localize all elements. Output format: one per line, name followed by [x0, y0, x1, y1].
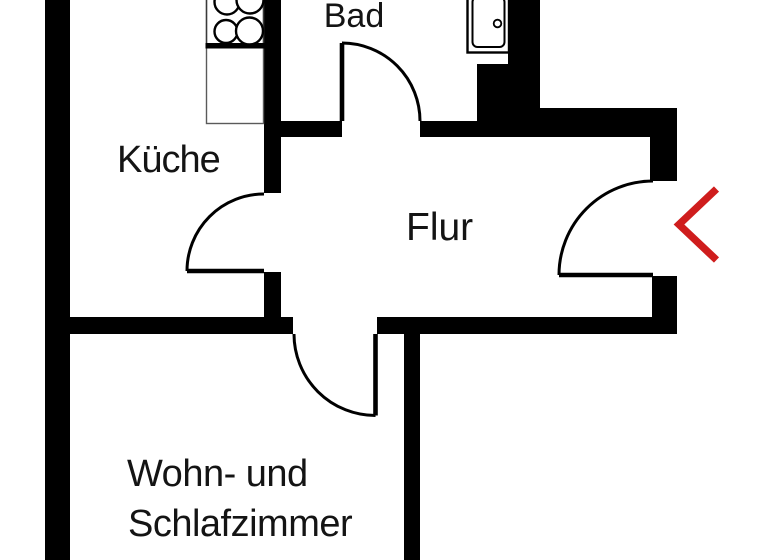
wall-bath-corner — [477, 64, 540, 137]
door-kueche — [185, 192, 265, 274]
counter-icon — [205, 43, 265, 125]
room-label-flur: Flur — [406, 206, 473, 249]
door-wohnzimmer — [292, 333, 378, 417]
door-kueche-arc — [185, 192, 265, 272]
stove-icon — [205, 0, 265, 49]
room-label-bad: Bad — [324, 0, 385, 35]
entrance-chevron-icon — [673, 186, 720, 263]
room-labels: Bad Küche Flur Wohn- und Schlafzimmer — [117, 0, 473, 545]
wall-flur-bottom-right — [377, 317, 677, 334]
wall-living-right — [404, 334, 420, 560]
wall-bath-right — [508, 0, 540, 72]
door-bad — [339, 41, 422, 122]
door-bad-arc — [341, 41, 422, 122]
room-label-wohnzimmer-line2: Schlafzimmer — [128, 503, 353, 545]
stove-front-edge — [205, 43, 265, 49]
wall-flur-top-right — [537, 108, 677, 137]
doors — [185, 41, 654, 417]
door-entrance — [557, 179, 654, 278]
wall-flur-top-mid — [420, 121, 477, 137]
bathtub-drain — [492, 18, 503, 29]
bathtub-icon — [466, 0, 511, 54]
stove-burner — [213, 18, 239, 45]
wall-flur-top-left — [281, 121, 342, 137]
stove-burner — [235, 0, 265, 15]
bathtub-inner — [471, 0, 506, 48]
door-wohnzimmer-arc — [292, 333, 376, 417]
stove-burner — [234, 16, 265, 46]
walls — [45, 0, 677, 560]
wall-outer-left — [45, 0, 70, 560]
wall-outer-right-upper — [650, 137, 677, 181]
wall-flur-bottom-left — [45, 317, 293, 334]
door-entrance-arc — [557, 179, 654, 276]
wall-kitchen-divider-upper — [264, 0, 281, 193]
room-label-wohnzimmer-line1: Wohn- und — [127, 453, 308, 495]
kitchen-unit — [205, 0, 265, 125]
room-label-kueche: Küche — [117, 139, 220, 181]
